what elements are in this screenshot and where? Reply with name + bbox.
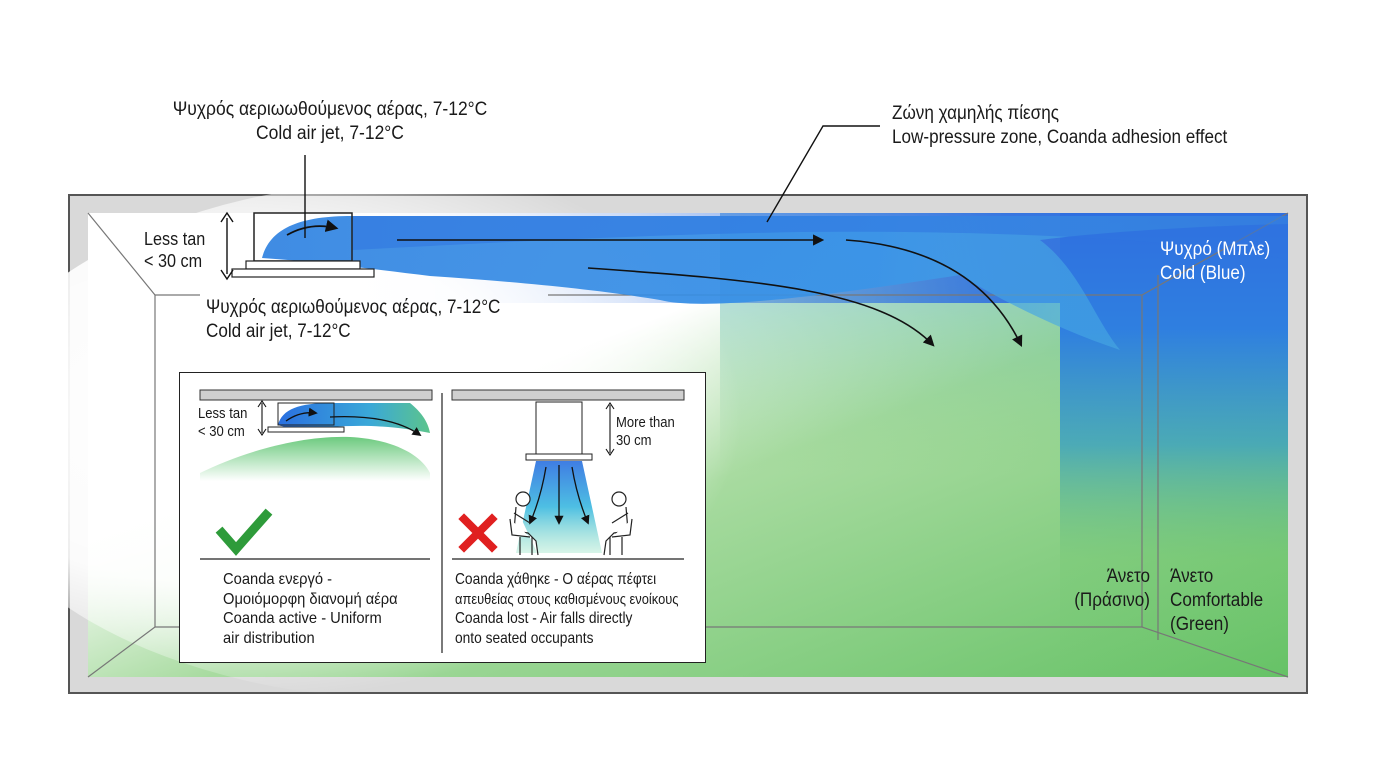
inset-right-caption: Coanda χάθηκε - Ο αέρας πέφτει απευθείας… [455,570,679,648]
comfort-greek-line2: (Πράσινο) [1074,590,1150,611]
comfort-label-english: Άνετο Comfortable (Green) [1170,565,1263,637]
seated-occupants [509,491,633,556]
cassette-unit [231,212,375,278]
inset-right-caption-gr-2: απευθείας στους καθισμένους ενοίκους [455,590,679,608]
inset-left-gap-label: Less tan < 30 cm [198,405,247,441]
top-right-label-greek: Ζώνη χαμηλής πίεσης [892,103,1059,124]
top-right-label: Ζώνη χαμηλής πίεσης Low-pressure zone, C… [892,102,1227,150]
top-left-label-greek: Ψυχρός αεριωωθούμενος αέρας, 7-12°C [172,99,488,120]
jet-curl-arrow [286,219,339,236]
inset-left-caption: Coanda ενεργό - Ομοιόμορφη διανομή αέρα … [223,570,398,648]
top-left-label: Ψυχρός αεριωωθούμενος αέρας, 7-12°C Cold… [160,98,500,146]
comfort-greek-line1: Άνετο [1106,566,1150,587]
gap-label-line1: Less tan [144,229,206,249]
top-left-label-english: Cold air jet, 7-12°C [256,123,404,144]
comfort-label-greek: Άνετο (Πράσινο) [1065,565,1150,613]
flow-arrow-curve-1 [587,267,935,347]
inset-right-caption-en-1: Coanda lost - Air falls directly [455,610,633,627]
cross-icon [458,513,498,553]
gap-label: Less tan < 30 cm [144,228,205,272]
cold-zone-label: Ψυχρό (Μπλε) Cold (Blue) [1160,238,1270,286]
cold-zone-label-greek: Ψυχρό (Μπλε) [1160,239,1271,260]
gap-dimension [220,211,234,281]
inset-right-gap-line2: 30 cm [616,433,652,449]
inset-left-caption-gr-2: Ομοιόμορφη διανομή αέρα [223,590,398,608]
top-right-label-english: Low-pressure zone, Coanda adhesion effec… [892,127,1228,148]
mid-left-label-english: Cold air jet, 7-12°C [206,321,351,342]
inset-illustration [199,389,685,653]
inset-right-caption-en-2: onto seated occupants [455,629,594,647]
inset-right-gap-label: More than 30 cm [616,414,675,450]
mid-left-label-greek: Ψυχρός αεριωθούμενος αέρας, 7-12°C [206,297,501,318]
cold-zone-label-english: Cold (Blue) [1160,263,1246,284]
inset-right-caption-gr-1: Coanda χάθηκε - Ο αέρας πέφτει [455,571,657,588]
cold-air-jet [262,216,1288,350]
mid-left-label: Ψυχρός αεριωθούμενος αέρας, 7-12°C Cold … [206,296,500,344]
leader-line-top-right [766,125,880,223]
comfort-english-line2: Comfortable [1170,590,1264,611]
inset-left-caption-en-1: Coanda active - Uniform [223,610,382,627]
comfort-english-line1: Άνετο [1170,566,1214,587]
inset-right-gap-line1: More than [616,415,675,431]
inset-left-caption-en-2: air distribution [223,629,315,647]
comfort-english-line3: (Green) [1170,614,1229,635]
check-icon [215,508,273,556]
comparison-inset: Less tan < 30 cm More than 30 cm Coanda … [179,372,706,663]
inset-left-gap-line1: Less tan [198,406,248,422]
inset-left-caption-gr-1: Coanda ενεργό - [223,571,333,588]
gap-label-line2: < 30 cm [144,251,203,271]
inset-left-gap-line2: < 30 cm [198,424,245,440]
flow-arrow-curve-2 [845,239,1023,348]
